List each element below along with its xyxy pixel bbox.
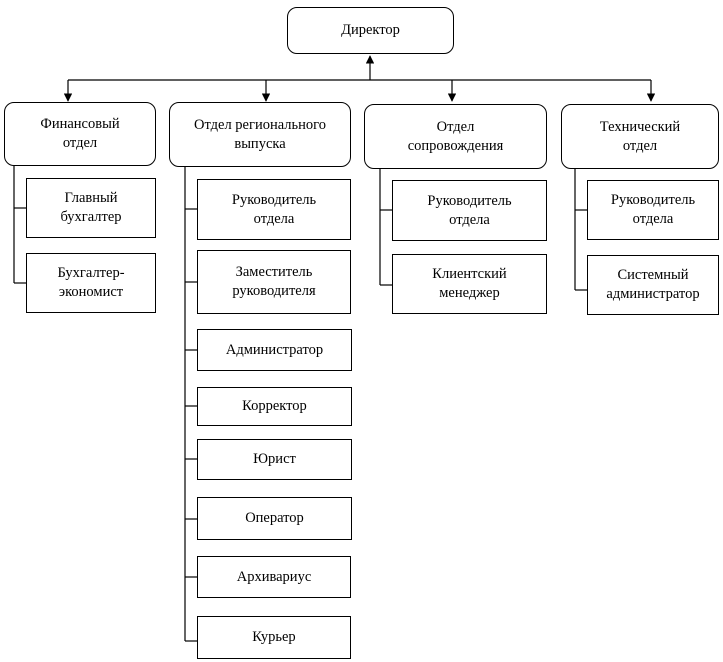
position-label: Корректор [242, 398, 307, 414]
position-label: Оператор [245, 510, 304, 526]
position-box: Заместитель руководителя [197, 250, 351, 314]
position-label: Клиентский менеджер [432, 266, 507, 301]
position-box: Системный администратор [587, 255, 719, 315]
position-box: Юрист [197, 439, 352, 480]
position-label: Главный бухгалтер [60, 190, 122, 225]
position-box: Главный бухгалтер [26, 178, 156, 238]
position-box: Корректор [197, 387, 352, 426]
position-label: Юрист [253, 451, 296, 467]
department-finance-box: Финансовый отдел [4, 102, 156, 166]
position-box: Руководитель отдела [392, 180, 547, 241]
position-label: Администратор [225, 341, 324, 358]
department-regional-box: Отдел регионального выпуска [169, 102, 351, 167]
position-box: Администратор [197, 329, 352, 371]
department-support-label: Отдел сопровождения [407, 118, 504, 154]
department-tech-label: Технический отдел [599, 118, 681, 154]
position-label: Заместитель руководителя [232, 264, 316, 299]
department-finance-label: Финансовый отдел [40, 116, 120, 151]
position-box: Оператор [197, 497, 352, 540]
department-tech-box: Технический отдел [561, 104, 719, 169]
position-box: Архивариус [197, 556, 351, 598]
department-regional-label: Отдел регионального выпуска [194, 116, 326, 152]
position-label: Руководитель отдела [610, 192, 696, 227]
position-label: Руководитель отдела [427, 192, 512, 228]
position-label: Курьер [252, 629, 296, 645]
position-label: Бухгалтер- экономист [57, 265, 125, 300]
position-box: Руководитель отдела [587, 180, 719, 240]
department-support-box: Отдел сопровождения [364, 104, 547, 169]
position-box: Клиентский менеджер [392, 254, 547, 314]
position-box: Бухгалтер- экономист [26, 253, 156, 313]
position-box: Руководитель отдела [197, 179, 351, 240]
director-label: Директор [341, 22, 400, 38]
position-label: Архивариус [236, 568, 312, 585]
position-box: Курьер [197, 616, 351, 659]
director-box: Директор [287, 7, 454, 54]
position-label: Системный администратор [606, 267, 700, 302]
position-label: Руководитель отдела [231, 191, 317, 227]
